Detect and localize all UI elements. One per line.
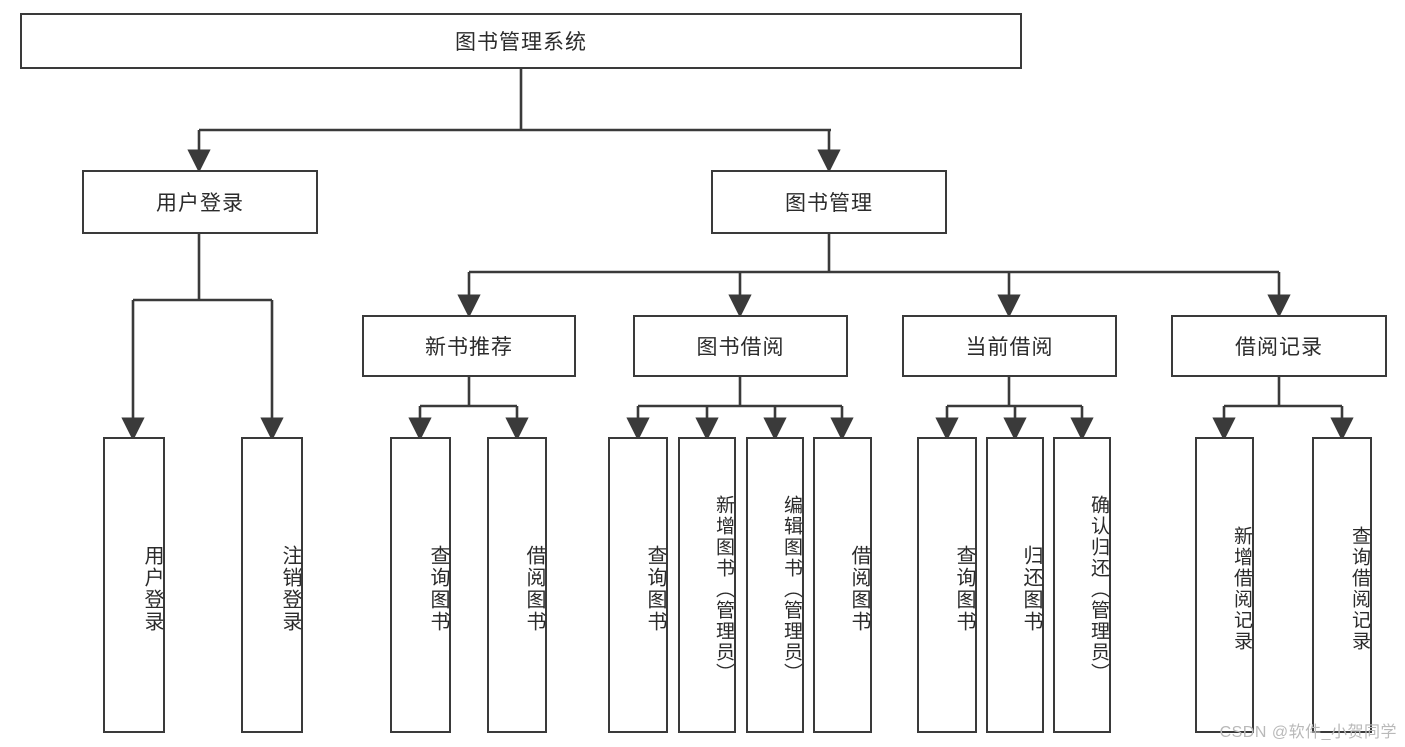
node-leaf-borrow-book-1-label: 借阅图书 bbox=[523, 545, 545, 633]
node-leaf-query-borrow-record-label: 查询借阅记录 bbox=[1349, 526, 1370, 652]
node-user-login[interactable]: 用户登录 bbox=[82, 170, 318, 234]
node-new-book-recommend[interactable]: 新书推荐 bbox=[362, 315, 576, 377]
node-leaf-query-book-1[interactable]: 查询图书 bbox=[390, 437, 451, 733]
node-leaf-query-book-2-label: 查询图书 bbox=[644, 545, 666, 633]
node-leaf-user-login[interactable]: 用户登录 bbox=[103, 437, 165, 733]
node-root-label: 图书管理系统 bbox=[455, 31, 587, 54]
node-leaf-return-book-label: 归还图书 bbox=[1020, 545, 1042, 633]
node-leaf-query-book-3-label: 查询图书 bbox=[953, 545, 975, 633]
node-book-borrow[interactable]: 图书借阅 bbox=[633, 315, 848, 377]
node-current-borrow[interactable]: 当前借阅 bbox=[902, 315, 1117, 377]
node-book-management[interactable]: 图书管理 bbox=[711, 170, 947, 234]
node-leaf-return-book[interactable]: 归还图书 bbox=[986, 437, 1044, 733]
node-borrow-record[interactable]: 借阅记录 bbox=[1171, 315, 1387, 377]
node-leaf-confirm-return-admin[interactable]: 确认归还（管理员） bbox=[1053, 437, 1111, 733]
node-root[interactable]: 图书管理系统 bbox=[20, 13, 1022, 69]
node-leaf-borrow-book-2-label: 借阅图书 bbox=[848, 545, 870, 633]
node-leaf-confirm-return-admin-label: 确认归还（管理员） bbox=[1088, 494, 1109, 684]
node-leaf-borrow-book-2[interactable]: 借阅图书 bbox=[813, 437, 872, 733]
node-leaf-add-book-admin-label: 新增图书（管理员） bbox=[713, 494, 734, 684]
node-borrow-record-label: 借阅记录 bbox=[1235, 336, 1323, 359]
node-new-book-recommend-label: 新书推荐 bbox=[425, 336, 513, 359]
watermark: CSDN @软件_小贺同学 bbox=[1219, 724, 1397, 741]
node-leaf-add-borrow-record[interactable]: 新增借阅记录 bbox=[1195, 437, 1254, 733]
node-leaf-query-book-3[interactable]: 查询图书 bbox=[917, 437, 977, 733]
node-leaf-borrow-book-1[interactable]: 借阅图书 bbox=[487, 437, 547, 733]
node-leaf-add-book-admin[interactable]: 新增图书（管理员） bbox=[678, 437, 736, 733]
node-leaf-query-book-2[interactable]: 查询图书 bbox=[608, 437, 668, 733]
node-leaf-query-borrow-record[interactable]: 查询借阅记录 bbox=[1312, 437, 1372, 733]
node-leaf-query-book-1-label: 查询图书 bbox=[427, 545, 449, 633]
node-leaf-edit-book-admin-label: 编辑图书（管理员） bbox=[781, 494, 802, 684]
node-leaf-logout-login[interactable]: 注销登录 bbox=[241, 437, 303, 733]
node-book-management-label: 图书管理 bbox=[785, 192, 873, 215]
node-leaf-edit-book-admin[interactable]: 编辑图书（管理员） bbox=[746, 437, 804, 733]
node-leaf-logout-login-label: 注销登录 bbox=[279, 545, 301, 633]
node-book-borrow-label: 图书借阅 bbox=[696, 336, 785, 359]
node-current-borrow-label: 当前借阅 bbox=[965, 336, 1054, 359]
node-user-login-label: 用户登录 bbox=[156, 192, 244, 215]
node-leaf-add-borrow-record-label: 新增借阅记录 bbox=[1231, 526, 1252, 652]
node-leaf-user-login-label: 用户登录 bbox=[141, 545, 163, 633]
